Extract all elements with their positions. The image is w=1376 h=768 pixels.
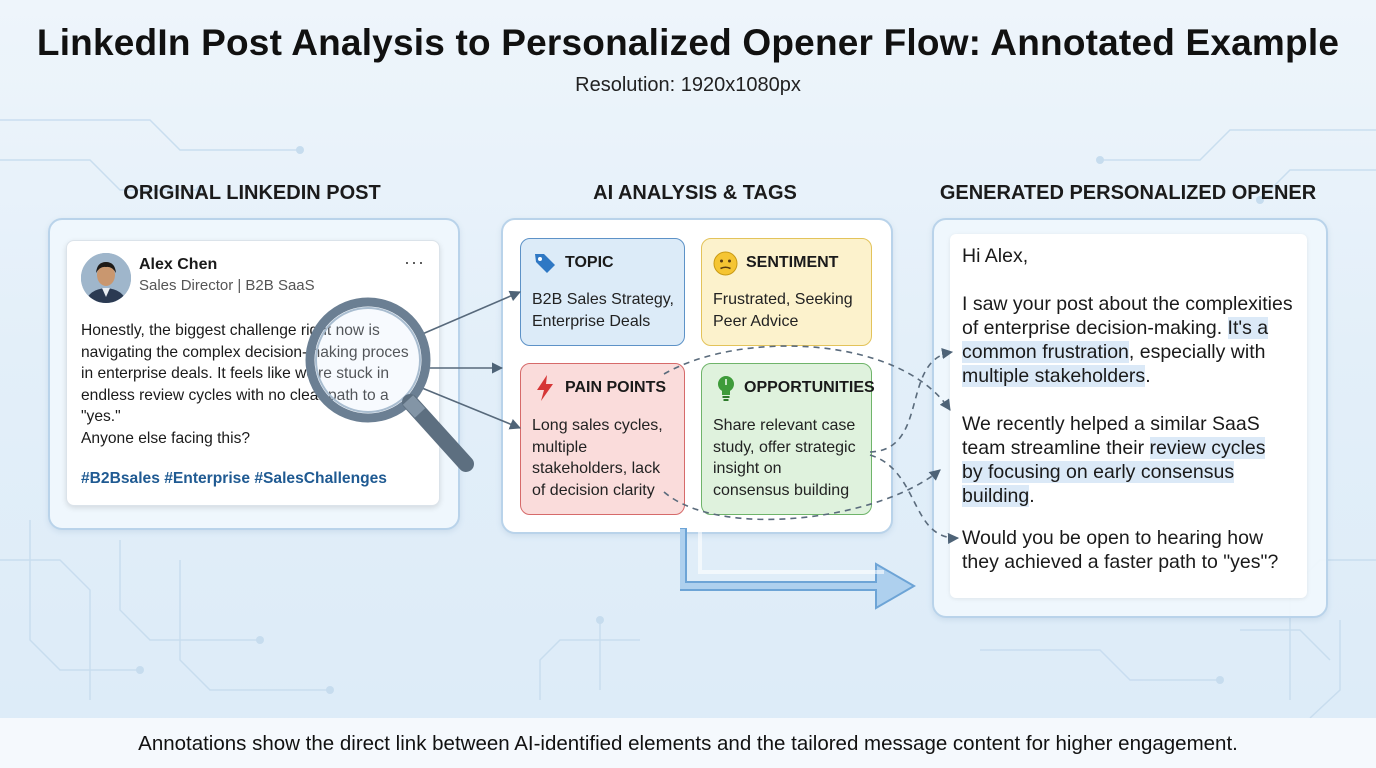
opportunity-line: study, offer strategic — [713, 438, 856, 456]
original-post-heading: ORIGINAL LINKEDIN POST — [123, 182, 381, 204]
opener-p1-line1: I saw your post about the complexities — [962, 293, 1293, 315]
highlighted-phrase: by focusing on early consensus — [962, 461, 1235, 483]
lightbulb-icon — [718, 376, 734, 401]
post-line: navigating the complex decision-making p… — [81, 343, 409, 361]
topic-card: TOPIC B2B Sales Strategy, Enterprise Dea… — [520, 238, 685, 346]
lightning-icon — [537, 375, 553, 401]
opener-text: . — [1029, 485, 1035, 507]
post-line: Anyone else facing this? — [81, 429, 251, 447]
topic-title: TOPIC — [565, 254, 614, 271]
opener-greeting: Hi Alex, — [962, 245, 1029, 267]
page-title: LinkedIn Post Analysis to Personalized O… — [36, 22, 1340, 63]
pain-points-title: PAIN POINTS — [565, 379, 667, 396]
flow-arrow — [680, 528, 916, 610]
footer-band — [0, 718, 1376, 768]
opener-heading: GENERATED PERSONALIZED OPENER — [939, 182, 1317, 204]
opener-p2-line3: by focusing on early consensus — [962, 460, 1235, 484]
post-body: Honestly, the biggest challenge right no… — [81, 320, 431, 449]
highlighted-phrase: building — [962, 485, 1030, 507]
opener-p1-line4: multiple stakeholders. — [962, 364, 1151, 388]
opener-p2-line4: building. — [962, 484, 1035, 508]
highlighted-phrase: common frustration — [962, 341, 1129, 363]
opener-text: , especially with — [1128, 341, 1266, 363]
sentiment-line: Peer Advice — [713, 312, 799, 330]
topic-line: Enterprise Deals — [532, 312, 651, 330]
opener-text: of enterprise decision-making. — [962, 317, 1228, 339]
post-line: endless review cycles with no clear path… — [81, 386, 389, 404]
opportunity-line: Share relevant case — [713, 417, 856, 434]
post-hashtags[interactable]: #B2Bsales #Enterprise #SalesChallenges — [81, 470, 387, 487]
confused-face-icon — [713, 251, 738, 276]
post-line: in enterprise deals. It feels like we're… — [81, 365, 390, 382]
sentiment-line: Frustrated, Seeking — [713, 291, 853, 308]
opener-text: . — [1145, 365, 1151, 387]
opener-p3-line1: Would you be open to hearing how — [962, 527, 1264, 549]
opportunities-title: OPPORTUNITIES — [744, 379, 875, 396]
opener-message-card — [950, 234, 1307, 598]
highlighted-phrase: It's a — [1227, 317, 1269, 339]
opener-p2-line2: team streamline their review cycles — [962, 436, 1266, 460]
post-line: "yes." — [81, 408, 121, 425]
opportunity-line: consensus building — [713, 481, 850, 499]
opportunities-card: OPPORTUNITIES Share relevant case study,… — [701, 363, 875, 515]
pain-points-card: PAIN POINTS Long sales cycles, multiple … — [520, 363, 685, 515]
post-line: Honestly, the biggest challenge right no… — [81, 322, 380, 339]
opener-p1-line2: of enterprise decision-making. It's a — [962, 316, 1269, 340]
opener-p1-line3: common frustration, especially with — [962, 340, 1265, 364]
post-author-role: Sales Director | B2B SaaS — [139, 277, 315, 294]
pain-point-line: of decision clarity — [532, 481, 655, 499]
pain-point-line: multiple — [532, 438, 588, 456]
pain-point-line: Long sales cycles, — [532, 417, 663, 434]
resolution-subtitle: Resolution: 1920x1080px — [575, 74, 801, 96]
pain-point-line: stakeholders, lack — [532, 460, 661, 477]
analysis-heading: AI ANALYSIS & TAGS — [593, 182, 797, 204]
opener-text: team streamline their — [962, 437, 1150, 459]
sentiment-card: SENTIMENT Frustrated, Seeking Peer Advic… — [701, 238, 872, 346]
more-options-icon[interactable]: ··· — [404, 252, 425, 272]
tag-icon — [535, 254, 555, 273]
highlighted-phrase: review cycles — [1149, 437, 1266, 459]
footer-caption: Annotations show the direct link between… — [138, 732, 1238, 755]
topic-line: B2B Sales Strategy, — [532, 291, 674, 308]
avatar — [81, 253, 131, 303]
sentiment-title: SENTIMENT — [746, 254, 839, 271]
highlighted-phrase: multiple stakeholders — [962, 365, 1146, 387]
opportunity-line: insight on — [713, 460, 782, 477]
opener-p3-line2: they achieved a faster path to "yes"? — [962, 551, 1279, 573]
opener-p2-line1: We recently helped a similar SaaS — [962, 413, 1260, 435]
post-author-name[interactable]: Alex Chen — [139, 256, 218, 273]
